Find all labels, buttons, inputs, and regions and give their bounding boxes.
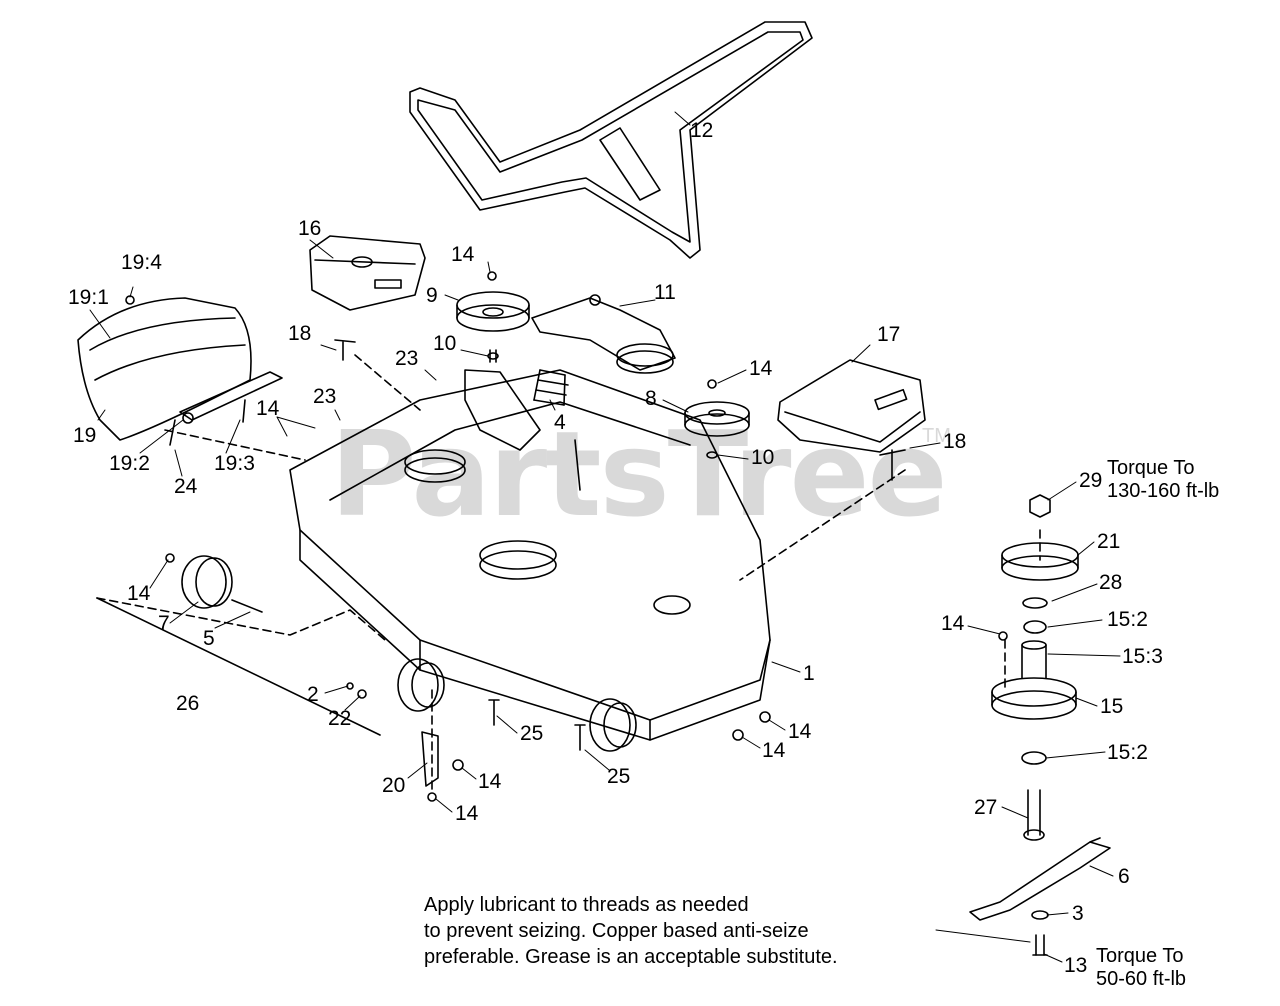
part-label-25: 25 <box>607 765 631 788</box>
torque-upper-line1: Torque To <box>1107 457 1195 479</box>
part-label-22: 22 <box>328 707 352 730</box>
part-label-18: 18 <box>288 322 312 345</box>
part-label-25: 25 <box>520 722 544 745</box>
part-label-15-2: 15:2 <box>1107 741 1148 764</box>
part-label-7: 7 <box>158 612 170 635</box>
note-line3: preferable. Grease is an acceptable subs… <box>424 946 838 968</box>
part-label-10: 10 <box>433 332 457 355</box>
part-label-14: 14 <box>788 720 812 743</box>
part-label-19-4: 19:4 <box>121 251 162 274</box>
spring-4-drawing <box>533 369 569 406</box>
part-label-10: 10 <box>751 446 775 469</box>
part-label-2: 2 <box>307 683 319 706</box>
torque-callout-upper: Torque To 130-160 ft-lb <box>1107 457 1219 503</box>
mount-plate-drawing <box>464 369 581 491</box>
part-label-27: 27 <box>974 796 998 819</box>
deck-pulleys-drawing <box>404 449 691 615</box>
torque-lower-line1: Torque To <box>1096 945 1184 967</box>
part-label-19-1: 19:1 <box>68 286 109 309</box>
part-label-15: 15 <box>1100 695 1124 718</box>
part-label-19-2: 19:2 <box>109 452 150 475</box>
part-label-14: 14 <box>762 739 786 762</box>
part-label-21: 21 <box>1097 530 1121 553</box>
part-label-23: 23 <box>395 347 419 370</box>
part-label-15-2: 15:2 <box>1107 608 1148 631</box>
torque-upper-line2: 130-160 ft-lb <box>1107 480 1220 502</box>
part-label-4: 4 <box>554 411 566 434</box>
bracket-drawing <box>169 371 283 446</box>
note-line1: Apply lubricant to threads as needed <box>424 894 749 916</box>
part-label-19-3: 19:3 <box>214 452 255 475</box>
idler-arm-11-drawing <box>531 294 676 374</box>
pulley-8-drawing <box>684 379 750 459</box>
part-label-15-3: 15:3 <box>1122 645 1163 668</box>
part-label-8: 8 <box>645 387 657 410</box>
part-label-5: 5 <box>203 627 215 650</box>
part-label-19: 19 <box>73 424 97 447</box>
bolt-13-drawing <box>935 910 1049 956</box>
part-label-13: 13 <box>1064 954 1088 977</box>
part-label-14: 14 <box>478 770 502 793</box>
belt-cover-17-drawing <box>777 359 926 453</box>
bolts-18-drawing <box>334 339 906 481</box>
part-label-23: 23 <box>313 385 337 408</box>
shroud-19-drawing <box>77 295 252 441</box>
part-label-24: 24 <box>174 475 198 498</box>
part-label-29: 29 <box>1079 469 1103 492</box>
part-label-14: 14 <box>256 397 280 420</box>
part-label-1: 1 <box>803 662 815 685</box>
part-label-17: 17 <box>877 323 901 346</box>
deck-shell-drawing <box>289 369 771 741</box>
belt-drawing <box>409 21 813 259</box>
part-label-3: 3 <box>1072 902 1084 925</box>
note-line2: to prevent seizing. Copper based anti-se… <box>424 920 809 942</box>
part-label-18: 18 <box>943 430 967 453</box>
part-label-6: 6 <box>1118 865 1130 888</box>
front-wheels-drawing <box>397 658 637 752</box>
part-label-28: 28 <box>1099 571 1123 594</box>
lubricant-note: Apply lubricant to threads as needed to … <box>424 892 838 970</box>
part-label-11: 11 <box>654 281 676 304</box>
part-label-14: 14 <box>127 582 151 605</box>
watermark-trademark: TM <box>922 425 951 447</box>
part-label-14: 14 <box>941 612 965 635</box>
pulley-9-drawing <box>456 271 530 363</box>
part-label-16: 16 <box>298 217 322 240</box>
belt-cover-16-drawing <box>309 235 426 311</box>
part-label-20: 20 <box>382 774 406 797</box>
label-leaders <box>89 111 1121 963</box>
part-label-14: 14 <box>455 802 479 825</box>
part-label-9: 9 <box>426 284 438 307</box>
nuts-right-front-drawing <box>732 711 771 741</box>
dashed-leaders <box>96 354 1041 791</box>
part-label-14: 14 <box>451 243 475 266</box>
bolts-25-drawing <box>488 699 586 751</box>
part-label-14: 14 <box>749 357 773 380</box>
part-label-12: 12 <box>690 119 714 142</box>
blade-6-drawing <box>969 837 1111 921</box>
torque-callout-lower: Torque To 50-60 ft-lb <box>1096 945 1186 991</box>
torque-lower-line2: 50-60 ft-lb <box>1096 968 1187 990</box>
wheel-7-drawing <box>96 553 381 736</box>
part-label-26: 26 <box>176 692 200 715</box>
